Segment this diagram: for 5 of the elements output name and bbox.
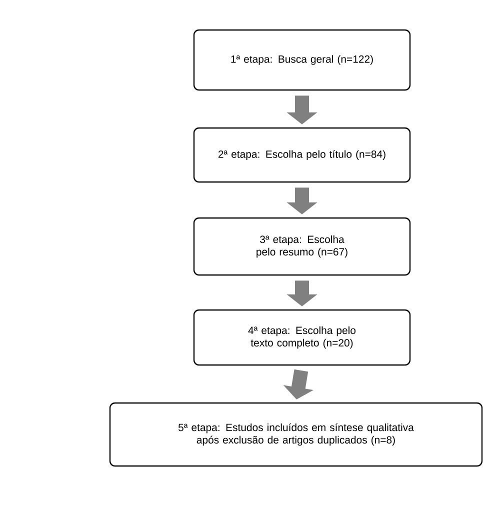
- process-box: 1ª etapa: Busca geral (n=122): [193, 29, 411, 91]
- process-box: 4ª etapa: Escolha pelo texto completo (n=20): [193, 309, 411, 366]
- process-box: 3ª etapa: Escolha pelo resumo (n=67): [193, 217, 411, 276]
- process-box: 2ª etapa: Escolha pelo título (n=84): [193, 127, 411, 183]
- process-box: 5ª etapa: Estudos incluídos em síntese qualitativa após exclusão de artigos duplicados (n=8): [109, 402, 483, 467]
